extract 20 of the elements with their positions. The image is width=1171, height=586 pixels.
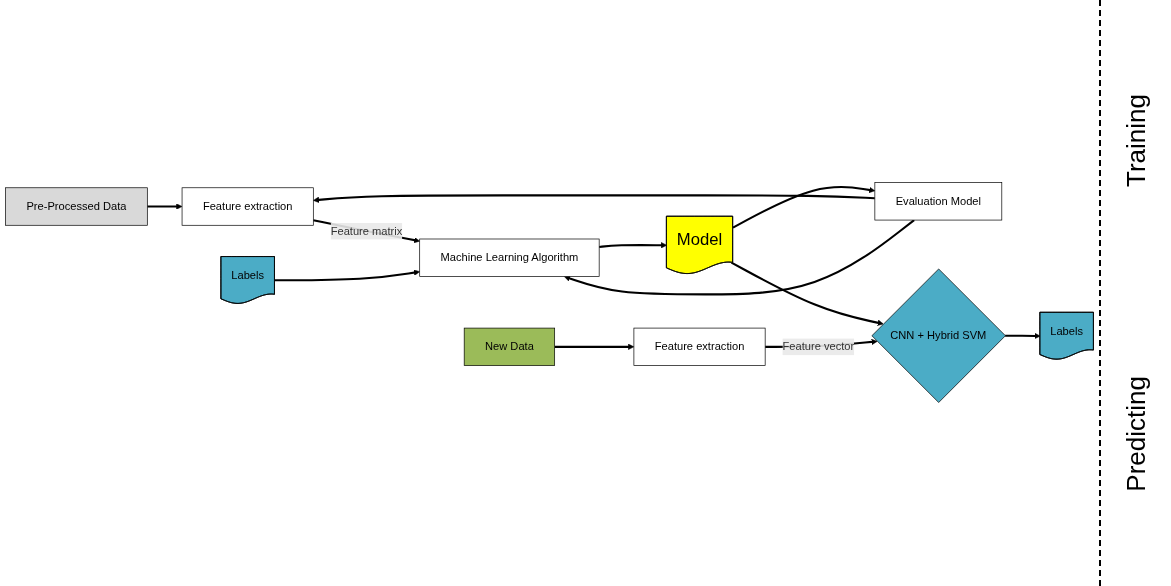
node-box: Feature extraction bbox=[633, 328, 766, 367]
arrow bbox=[599, 242, 668, 249]
node-diamond: CNN + Hybrid SVM bbox=[871, 269, 1006, 404]
arrow bbox=[730, 262, 884, 327]
node-box: Evaluation Model bbox=[874, 182, 1003, 221]
arrow bbox=[313, 194, 875, 204]
arrow bbox=[1005, 333, 1041, 340]
node-box: Feature extraction bbox=[181, 187, 314, 227]
arrow bbox=[732, 186, 876, 229]
node-box: Machine Learning Algorithm bbox=[419, 239, 600, 278]
arrow bbox=[147, 203, 183, 211]
node-box: Pre-Processed Data bbox=[5, 187, 148, 227]
section-label: Training bbox=[1120, 94, 1152, 188]
section-label: Predicting bbox=[1120, 376, 1152, 492]
arrow bbox=[274, 270, 420, 282]
edge-label: Feature matrix bbox=[330, 225, 403, 238]
node-box: New Data bbox=[463, 328, 555, 367]
edge-label: Feature vector bbox=[782, 341, 855, 353]
arrow bbox=[564, 219, 915, 296]
arrow bbox=[554, 344, 635, 351]
